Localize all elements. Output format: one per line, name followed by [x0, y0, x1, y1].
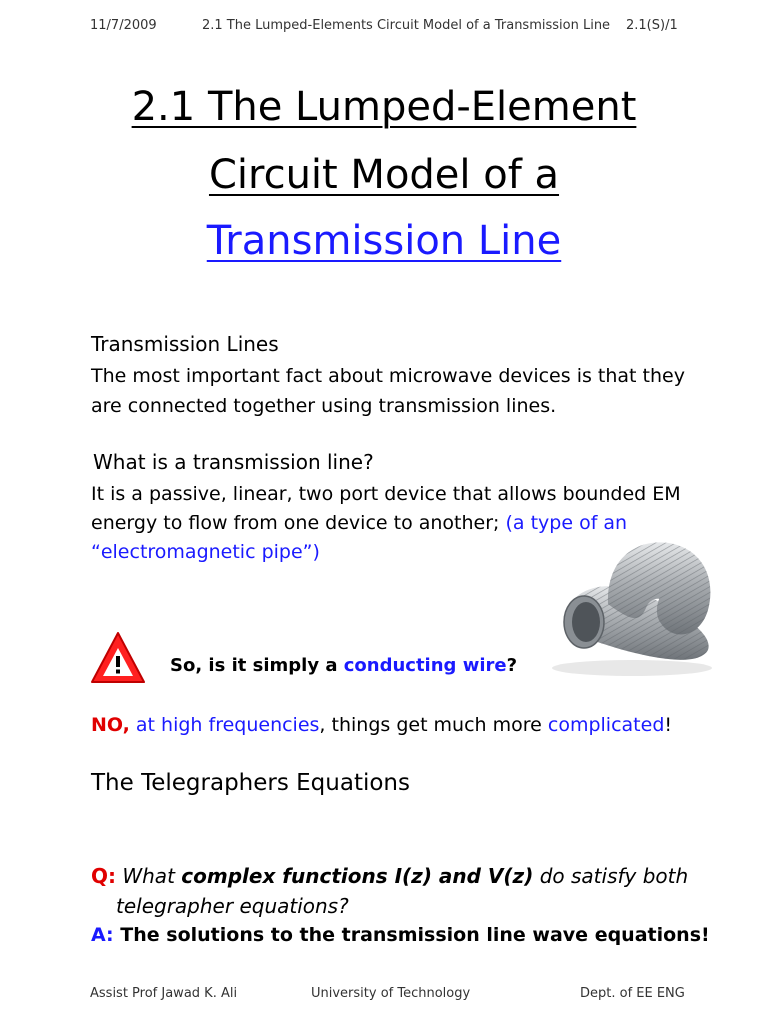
no-statement: NO, at high frequencies, things get much… [91, 710, 672, 740]
question-text-post: do satisfy both [533, 864, 689, 888]
question-label: Q: [91, 864, 116, 888]
section2-line-1: It is a passive, linear, two port device… [91, 483, 681, 505]
title-line-1: 2.1 The Lumped-Element [131, 84, 637, 130]
complicated-highlight: complicated [547, 714, 665, 736]
answer-label: A: [91, 924, 114, 946]
pipe-note-end: “electromagnetic pipe”) [91, 541, 320, 563]
answer-text: The solutions to the transmission line w… [120, 924, 710, 946]
section2-line-2: energy to flow from one device to anothe… [91, 508, 627, 538]
telegraphers-heading: The Telegraphers Equations [91, 770, 410, 796]
header-title: 2.1 The Lumped-Elements Circuit Model of… [202, 18, 611, 33]
footer-university: University of Technology [311, 986, 471, 1001]
section-heading-transmission-lines: Transmission Lines [91, 332, 279, 356]
section-heading-what-is: What is a transmission line? [93, 450, 374, 474]
section1-line-2: are connected together using transmissio… [91, 395, 557, 417]
footer-department: Dept. of EE ENG [580, 986, 685, 1001]
flexible-duct-image [548, 518, 720, 678]
warning-question: So, is it simply a conducting wire? [170, 655, 517, 676]
header-page-number: 2.1(S)/1 [626, 18, 678, 33]
title-line-2: Circuit Model of a [208, 152, 560, 198]
section2-line-2-text: energy to flow from one device to anothe… [91, 512, 506, 534]
question-line-1: Q: What complex functions I(z) and V(z) … [91, 864, 688, 888]
conducting-wire-highlight: conducting wire [343, 655, 507, 676]
question-text-bold: complex functions I(z) and V(z) [181, 864, 534, 888]
footer-author: Assist Prof Jawad K. Ali [90, 986, 238, 1001]
no-statement-end: ! [664, 714, 673, 736]
warning-question-mark: ? [506, 655, 518, 676]
question-text-pre: What [122, 864, 182, 888]
no-statement-text: , things get much more [319, 714, 548, 736]
section1-line-1: The most important fact about microwave … [91, 365, 685, 387]
no-label: NO, [91, 714, 130, 736]
warning-triangle-icon [90, 630, 146, 686]
pipe-note-start: (a type of an [505, 512, 628, 534]
high-frequencies-highlight: at high frequencies [135, 714, 320, 736]
question-line-2: telegrapher equations? [116, 894, 349, 918]
warning-text: So, is it simply a [170, 655, 344, 676]
title-line-3: Transmission Line [206, 218, 562, 264]
header-date: 11/7/2009 [90, 18, 157, 33]
answer-line: A: The solutions to the transmission lin… [91, 924, 710, 946]
